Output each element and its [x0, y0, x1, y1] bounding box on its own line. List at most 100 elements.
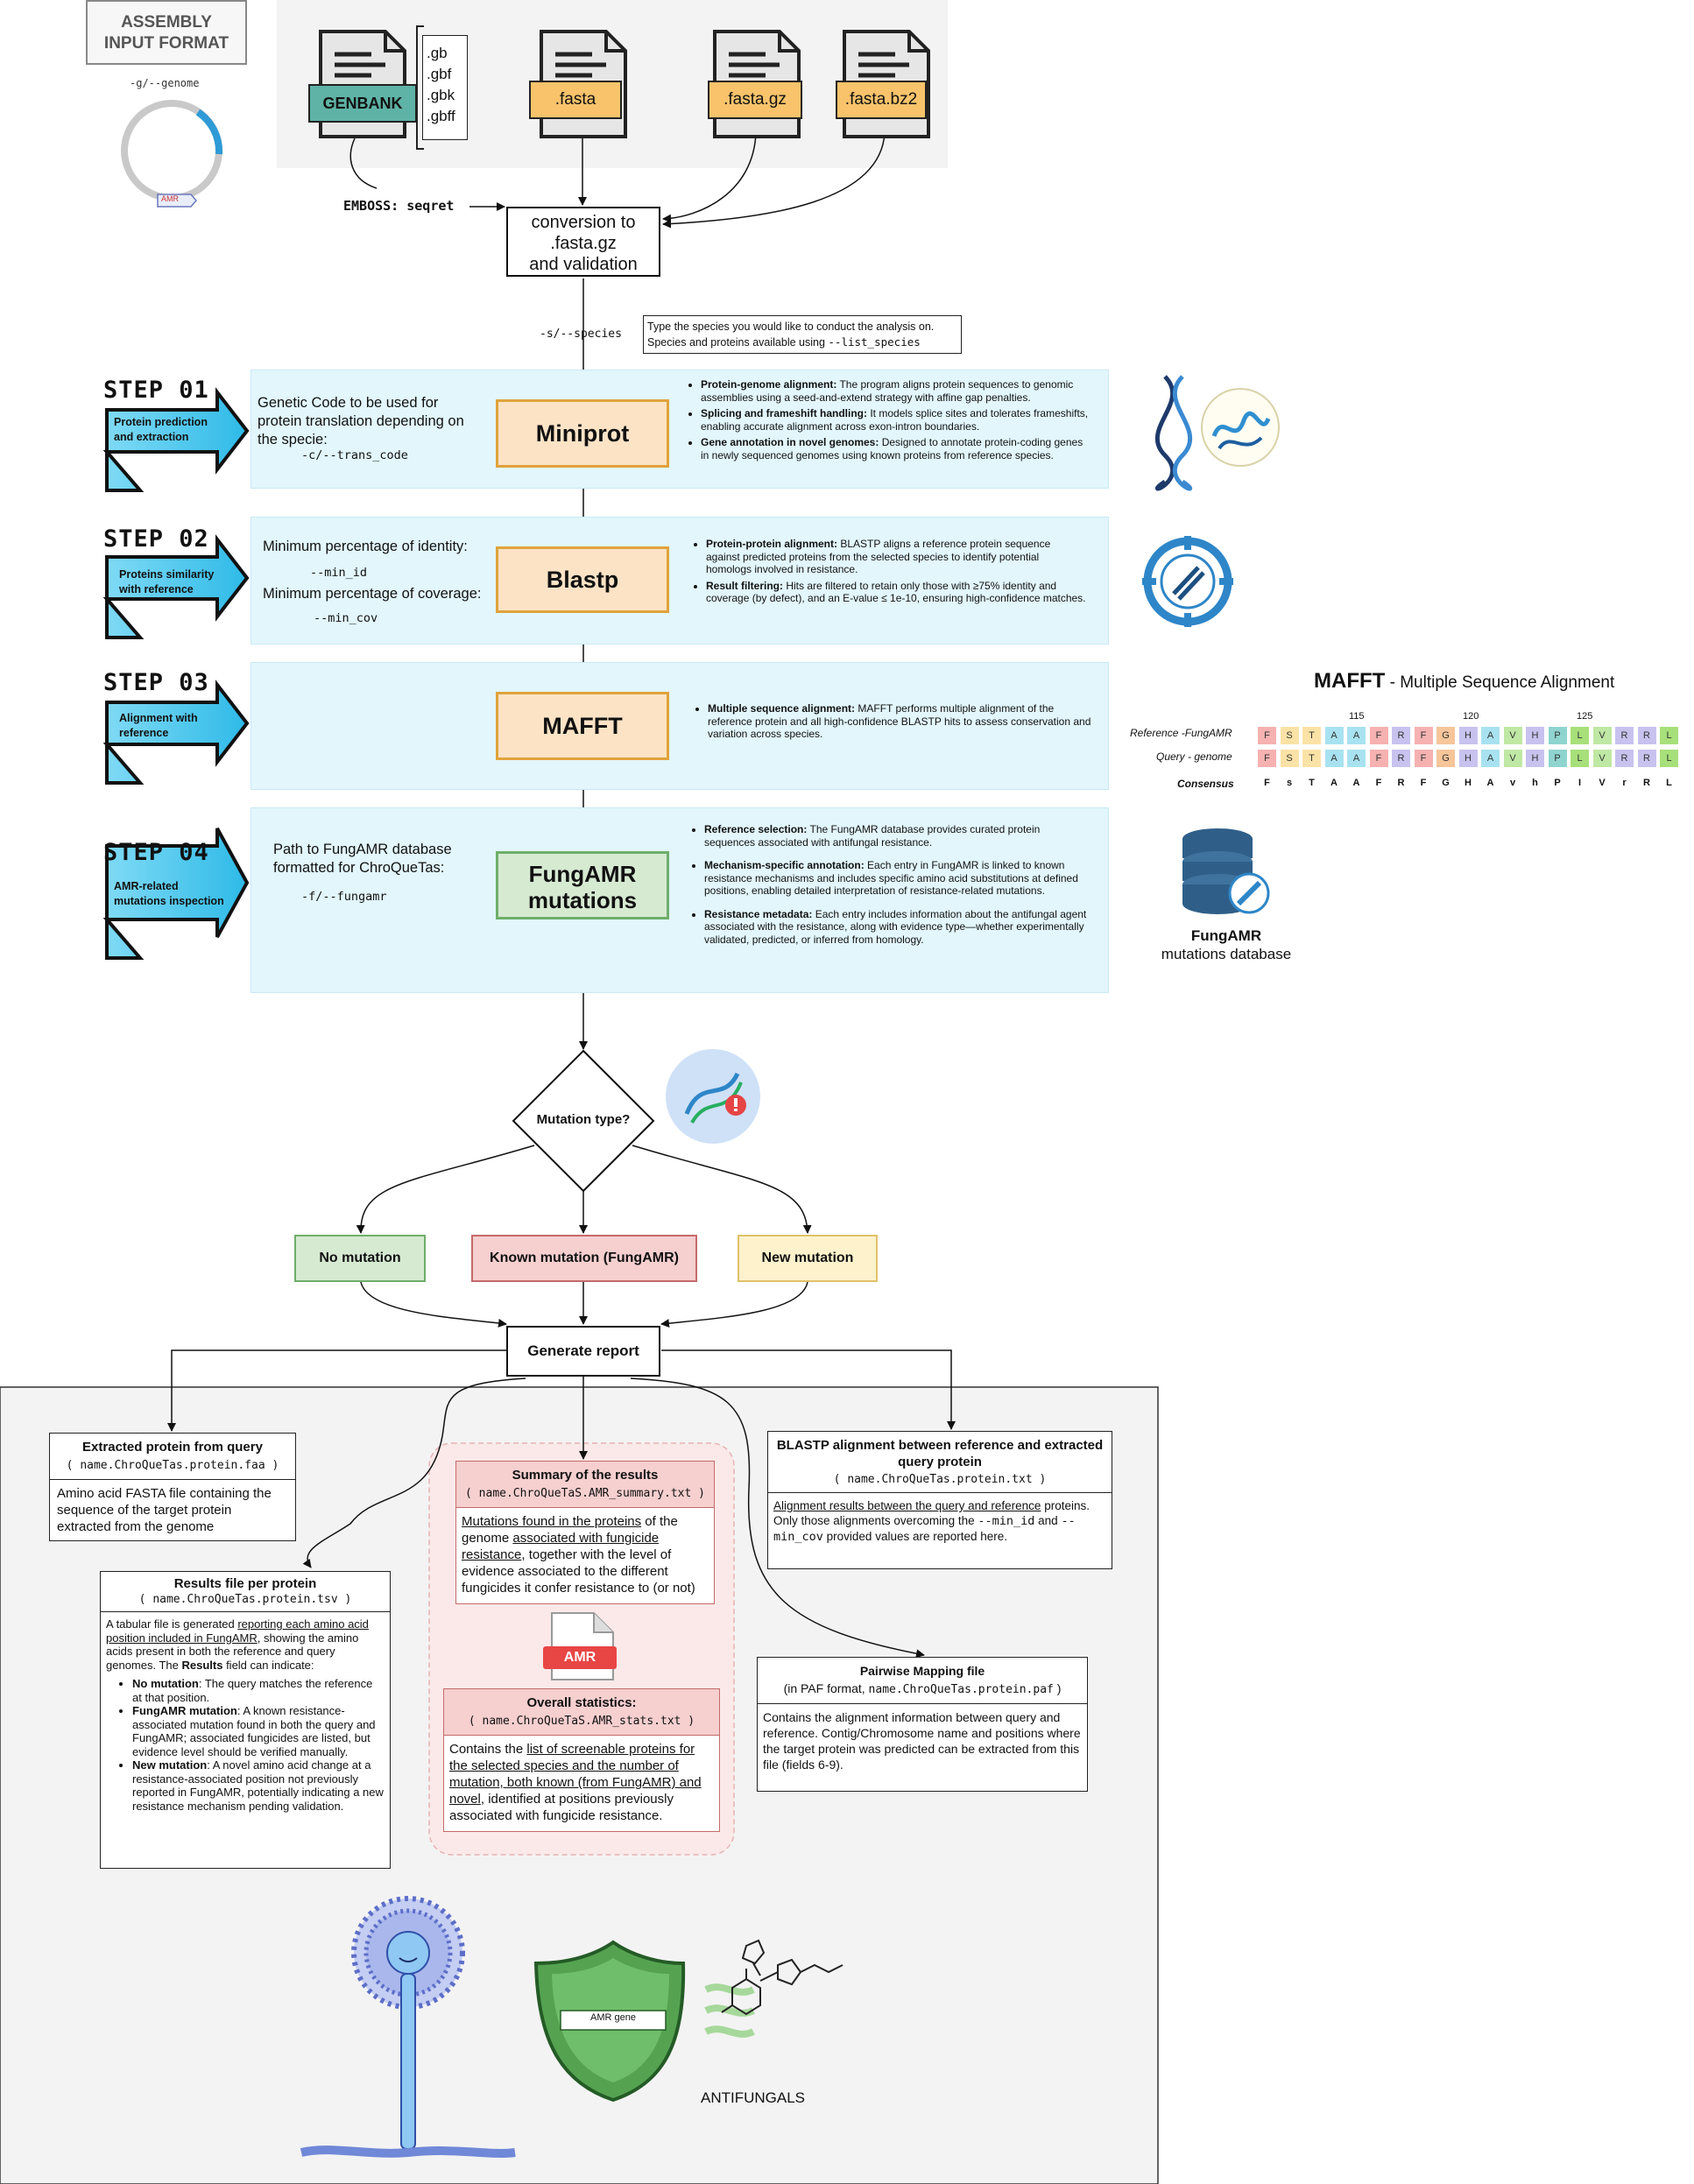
- list-species-flag: --list_species: [828, 335, 921, 349]
- mafft-ref-residue: S: [1280, 727, 1299, 744]
- paf-file-prefix: (in PAF format,: [783, 1681, 869, 1695]
- fungus-illustration: [300, 1896, 516, 2158]
- genbank-label: GENBANK: [308, 84, 417, 123]
- mafft-query-label: Query - genome: [1156, 750, 1232, 763]
- mafft-query-residue: H: [1526, 750, 1544, 767]
- mafft-query-residue: F: [1258, 750, 1276, 767]
- step-01-param-text: Genetic Code to be used for protein tran…: [258, 395, 464, 447]
- report-to-paf-arrow: [630, 1377, 925, 1659]
- new-mutation-node: New mutation: [738, 1235, 878, 1282]
- step-01-sublabel: Protein prediction and extraction: [114, 416, 208, 443]
- report-to-blastp-arrow: [661, 1349, 956, 1430]
- conversion-box: conversion to .fasta.gz and validation: [506, 207, 660, 277]
- step-02-bullets: Protein-protein alignment: BLASTP aligns…: [692, 538, 1086, 609]
- miniprot-node: Miniprot: [496, 399, 669, 468]
- mafft-panel-subtitle: - Multiple Sequence Alignment: [1385, 673, 1615, 692]
- mafft-panel-title: MAFFT - Multiple Sequence Alignment: [1314, 669, 1614, 694]
- mafft-query-residue: F: [1369, 750, 1388, 767]
- mafft-query-residue: H: [1458, 750, 1478, 767]
- ext-gbk: .gbk: [427, 87, 455, 103]
- mafft-query-residue: T: [1302, 750, 1321, 767]
- mafft-tick-125: 125: [1577, 711, 1593, 722]
- molecule-illustration: [721, 1939, 843, 2016]
- mafft-query-residue: G: [1436, 750, 1455, 767]
- conversion-line-2: .fasta.gz: [550, 234, 617, 253]
- step-01-bullet: Protein-genome alignment: The program al…: [701, 378, 1090, 404]
- mafft-query-residue: R: [1392, 750, 1410, 767]
- step-02-param-identity: Minimum percentage of identity:: [263, 539, 468, 554]
- plasmid-amr-label: AMR: [161, 194, 179, 203]
- blastp-output-file: name.ChroQueTas.protein.txt: [847, 1473, 1033, 1486]
- paf-title: Pairwise Mapping file: [859, 1664, 985, 1678]
- step-03-sublabel: Alignment with reference: [119, 712, 198, 739]
- report-to-extracted-arrow: [167, 1349, 506, 1432]
- step-04-band: [251, 807, 1109, 993]
- results-card: Results file per protein ( name.ChroQueT…: [100, 1571, 391, 1869]
- mafft-consensus-label: Consensus: [1177, 778, 1234, 790]
- results-item: No mutation: The query matches the refer…: [132, 1677, 385, 1704]
- results-title: Results file per protein: [173, 1576, 317, 1591]
- species-note-line-2: Species and proteins available using: [647, 336, 825, 349]
- genbank-to-emboss-connector: [349, 137, 378, 189]
- blastp-output-desc: Alignment results between the query and …: [773, 1499, 1090, 1544]
- step-04-label: STEP 04: [103, 839, 209, 866]
- decision-label: Mutation type?: [536, 1112, 631, 1127]
- database-illustration: [1182, 828, 1270, 914]
- mafft-ref-residue: P: [1548, 727, 1567, 744]
- mafft-query-residue: A: [1324, 750, 1344, 767]
- step-01-label: STEP 01: [103, 377, 209, 404]
- input-format-title-1: ASSEMBLY: [121, 13, 212, 32]
- summary-title: Summary of the results: [456, 1462, 714, 1483]
- extracted-protein-card: Extracted protein from query ( name.Chro…: [49, 1433, 296, 1541]
- antifungals-label: ANTIFUNGALS: [701, 2089, 806, 2106]
- blastp-node: Blastp: [496, 546, 669, 613]
- step-03-bullet: Multiple sequence alignment: MAFFT perfo…: [708, 702, 1095, 741]
- mafft-consensus-residue: r: [1622, 778, 1627, 788]
- extracted-protein-title: Extracted protein from query: [82, 1440, 263, 1455]
- stats-desc: Contains the list of screenable proteins…: [449, 1742, 702, 1823]
- fungamr-node: FungAMR mutations: [496, 851, 669, 919]
- mafft-ref-residue: V: [1503, 727, 1522, 744]
- mafft-tick-120: 120: [1463, 711, 1479, 722]
- species-note: Type the species you would like to condu…: [643, 315, 962, 354]
- mafft-consensus-residue: v: [1509, 778, 1516, 788]
- trans-code-flag: -c/--trans_code: [301, 448, 408, 462]
- generate-report-node: Generate report: [506, 1326, 660, 1377]
- mafft-ref-residue: T: [1302, 727, 1321, 744]
- fastabz2-to-conversion-arrow: [662, 132, 886, 229]
- paf-desc: Contains the alignment information betwe…: [763, 1710, 1081, 1772]
- mafft-consensus-residue: A: [1330, 778, 1338, 788]
- step-04-bullets: Reference selection: The FungAMR databas…: [690, 823, 1088, 949]
- mafft-query-residue: A: [1481, 750, 1500, 767]
- extracted-protein-desc: Amino acid FASTA file containing the seq…: [57, 1486, 272, 1534]
- mafft-query-residue: L: [1660, 750, 1678, 767]
- summary-card: Summary of the results ( name.ChroQueTaS…: [455, 1461, 715, 1604]
- step-01-bullet: Splicing and frameshift handling: It mod…: [701, 407, 1090, 433]
- step-arrow-shapes: [102, 387, 250, 960]
- amr-file-label: AMR: [563, 1650, 596, 1665]
- mafft-query-residue: R: [1637, 750, 1656, 767]
- mafft-ref-residue: L: [1660, 727, 1678, 744]
- mafft-consensus-residue: L: [1666, 778, 1672, 788]
- ext-gbff: .gbff: [427, 108, 455, 124]
- fungamr-node-line-2: mutations: [527, 887, 638, 913]
- results-file: name.ChroQueTas.protein.tsv: [152, 1592, 338, 1606]
- mafft-ref-residue: H: [1458, 727, 1478, 744]
- step-02-sublabel: Proteins similarity with reference: [119, 568, 215, 595]
- mutation-badge-illustration: [666, 1049, 760, 1144]
- mafft-consensus-residue: P: [1554, 778, 1561, 788]
- mafft-consensus-residue: R: [1397, 778, 1405, 788]
- target-illustration: [1142, 536, 1233, 627]
- ext-gbf: .gbf: [427, 66, 452, 82]
- fungamr-db-caption-1: FungAMR: [1190, 927, 1262, 944]
- step-03-label: STEP 03: [103, 669, 209, 696]
- step-04-param-text: Path to FungAMR database formatted for C…: [273, 842, 452, 876]
- mafft-ref-residue: F: [1414, 727, 1433, 744]
- step-02-param-coverage: Minimum percentage of coverage:: [263, 586, 482, 602]
- new-to-report-arrow: [660, 1281, 808, 1328]
- extracted-protein-file: name.ChroQueTas.protein.faa: [80, 1459, 265, 1472]
- mafft-tick-115: 115: [1349, 711, 1365, 722]
- emboss-label: EMBOSS: seqret: [343, 198, 455, 214]
- conversion-line-3: and validation: [529, 255, 638, 274]
- mafft-consensus-residue: R: [1643, 778, 1650, 788]
